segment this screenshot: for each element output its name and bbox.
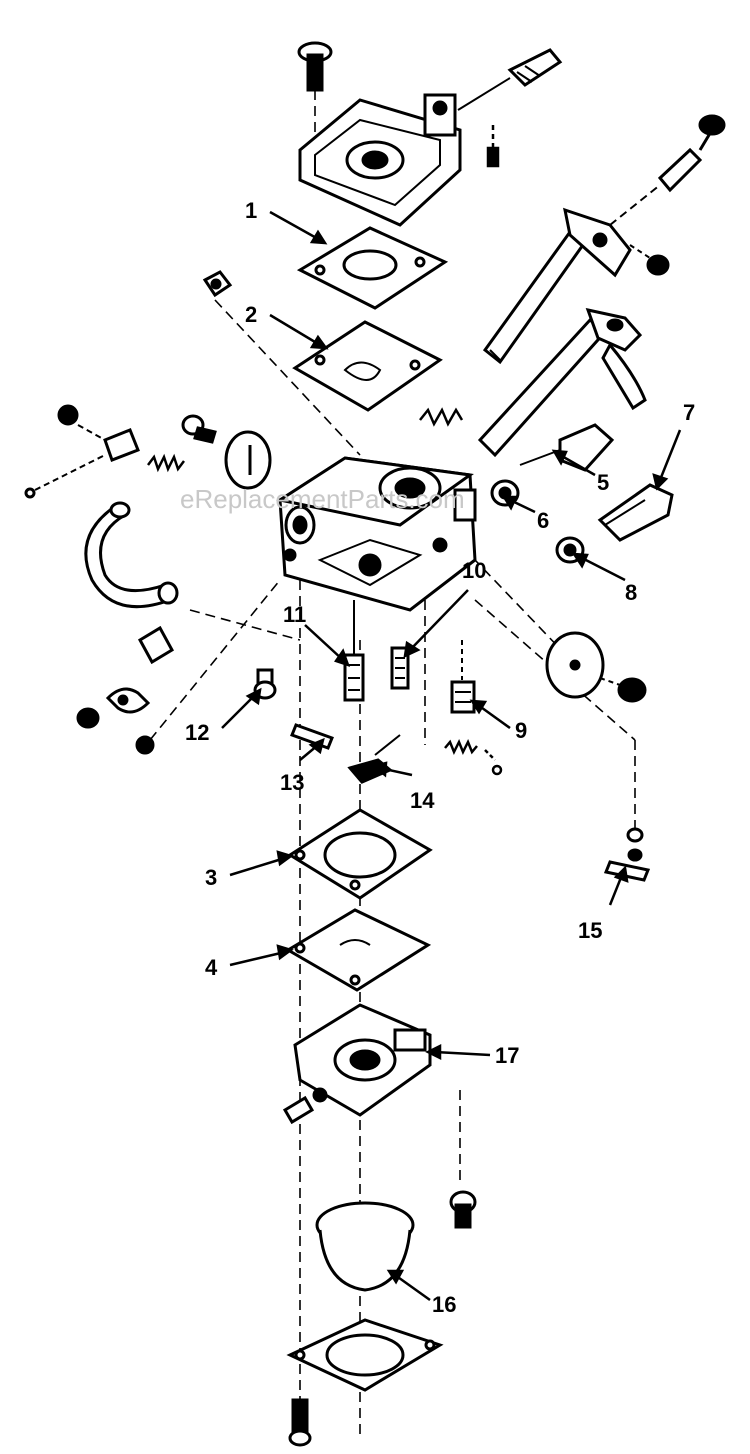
gasket-3 bbox=[290, 810, 430, 898]
throttle-plate bbox=[547, 633, 603, 697]
carburetor-body bbox=[280, 458, 475, 610]
callout-9: 9 bbox=[515, 718, 527, 743]
callout-labels: 1 2 3 4 5 6 7 8 9 10 11 12 13 14 15 16 1… bbox=[185, 198, 695, 1317]
bottom-screw bbox=[290, 1400, 310, 1445]
throttle-return bbox=[630, 245, 668, 274]
left-screw bbox=[183, 416, 215, 442]
callout-17: 17 bbox=[495, 1043, 519, 1068]
throttle-shaft bbox=[485, 210, 630, 362]
callout-11: 11 bbox=[283, 602, 306, 627]
callout-2: 2 bbox=[245, 302, 257, 327]
callout-16: 16 bbox=[432, 1292, 456, 1317]
small-spring-lower bbox=[445, 742, 501, 774]
watermark-text: eReplacementParts.com bbox=[180, 484, 465, 514]
left-spring bbox=[148, 457, 184, 469]
fuel-line-hose bbox=[86, 503, 177, 607]
lower-left-ball bbox=[137, 737, 153, 753]
callout-8: 8 bbox=[625, 580, 637, 605]
primer-bulb-16 bbox=[317, 1203, 413, 1290]
callout-7: 7 bbox=[683, 400, 695, 425]
left-needle bbox=[26, 425, 138, 497]
part-15-pin bbox=[606, 829, 648, 880]
callout-6: 6 bbox=[537, 508, 549, 533]
cover-screw bbox=[299, 43, 331, 90]
top-cover bbox=[300, 95, 460, 225]
gasket-2 bbox=[295, 322, 440, 410]
gasket-1 bbox=[300, 228, 445, 308]
left-ball bbox=[59, 406, 77, 424]
part-7-needle bbox=[600, 485, 672, 540]
callout-10: 10 bbox=[462, 558, 486, 583]
callout-3: 3 bbox=[205, 865, 217, 890]
spring-10 bbox=[392, 648, 408, 688]
part-9-screw bbox=[452, 640, 474, 712]
callout-13: 13 bbox=[280, 770, 304, 795]
callout-leaders bbox=[221, 210, 682, 1302]
lower-left-fitting bbox=[78, 628, 172, 727]
callout-14: 14 bbox=[410, 788, 435, 813]
choke-shaft bbox=[480, 310, 645, 455]
spring-upper bbox=[420, 410, 462, 424]
cover-pin bbox=[488, 125, 498, 166]
gasket-4 bbox=[288, 910, 428, 990]
callout-15: 15 bbox=[578, 918, 602, 943]
callout-5: 5 bbox=[597, 470, 609, 495]
bottom-flange bbox=[290, 1320, 440, 1390]
inlet-fitting bbox=[458, 50, 560, 110]
callout-12: 12 bbox=[185, 720, 209, 745]
pump-body-17 bbox=[285, 1005, 430, 1122]
pump-screw bbox=[451, 1192, 475, 1227]
top-right-screw bbox=[610, 116, 724, 225]
choke-plate bbox=[226, 432, 270, 488]
right-screw bbox=[600, 678, 645, 701]
callout-1: 1 bbox=[245, 198, 257, 223]
callout-4: 4 bbox=[205, 955, 218, 980]
top-left-nut bbox=[205, 272, 230, 295]
